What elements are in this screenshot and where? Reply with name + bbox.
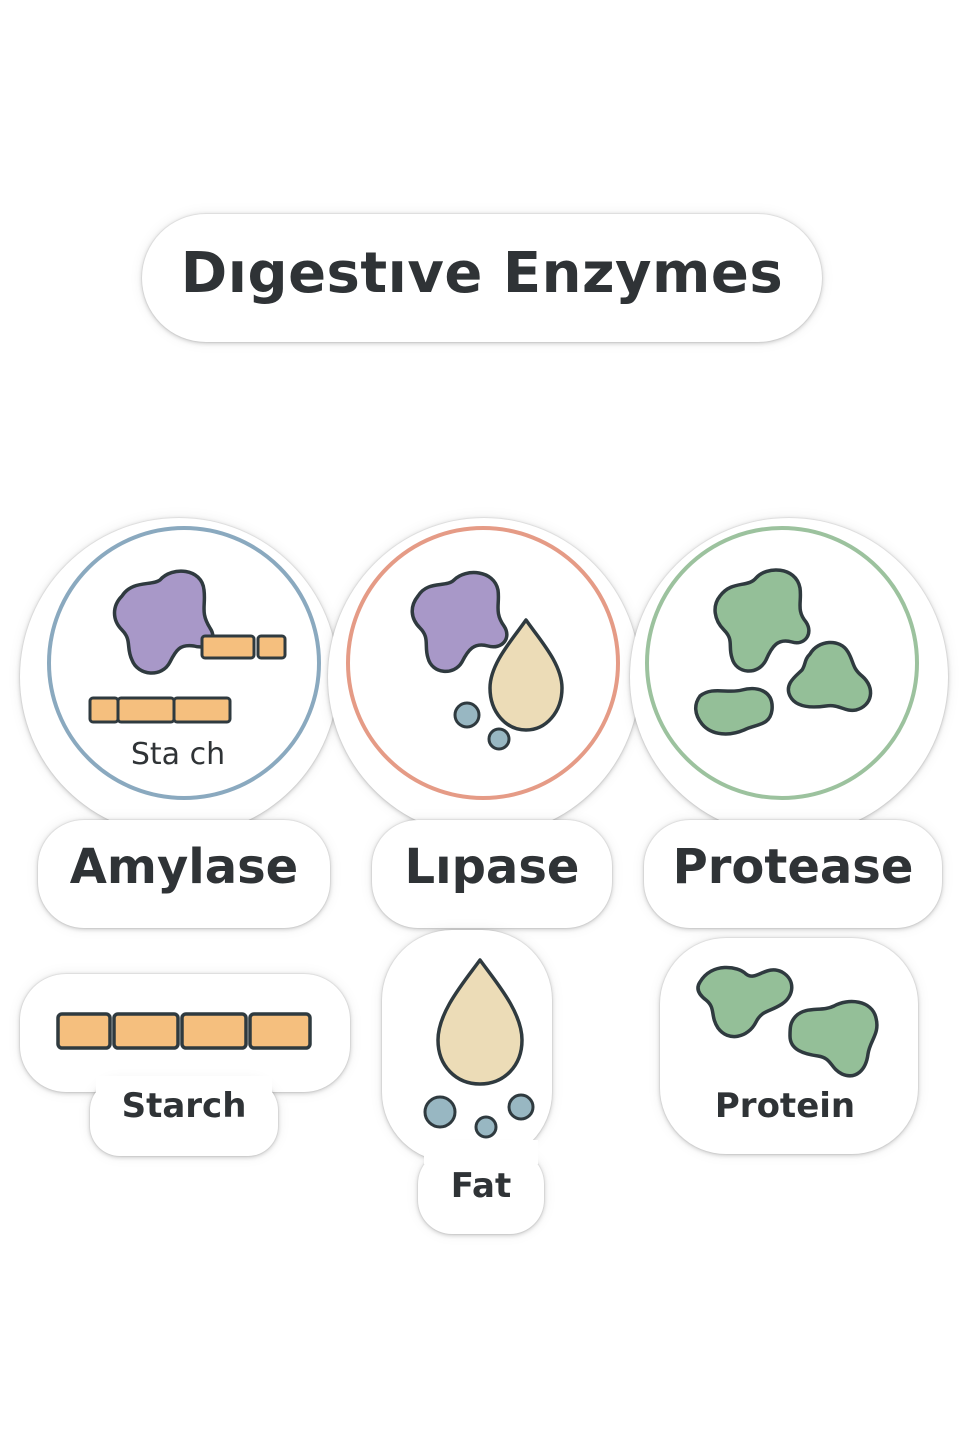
protein-label: Protein	[714, 1086, 856, 1126]
amylase-ring	[47, 526, 321, 800]
protease-label: Protease	[672, 839, 914, 895]
starch-block	[256, 634, 287, 660]
fat-drop-icon	[436, 958, 524, 1086]
fat-label: Fat	[450, 1166, 512, 1206]
starch-block	[248, 1012, 312, 1050]
fat-bubble-icon	[474, 1115, 498, 1139]
starch-block	[200, 634, 256, 660]
starch-block	[180, 1012, 248, 1050]
fat-bubble-icon	[507, 1093, 535, 1121]
sticker-merge-fill	[424, 1140, 538, 1164]
fat-bubble-icon	[423, 1095, 457, 1129]
lipase-label: Lıpase	[404, 839, 580, 895]
starch-block	[112, 1012, 180, 1050]
protease-ring	[645, 526, 919, 800]
protein-blob-icon	[696, 965, 794, 1039]
lipase-ring	[346, 526, 620, 800]
amylase-label: Amylase	[69, 839, 299, 895]
fat-label-tab	[418, 1150, 544, 1234]
amylase-inner-label: Sta ch	[130, 736, 226, 772]
starch-block	[88, 696, 120, 724]
lipase-enzyme-icon	[410, 570, 509, 673]
protein-blob-icon	[694, 686, 774, 736]
amylase-label-sticker	[38, 820, 330, 928]
fat-drop-icon	[488, 618, 564, 732]
fat-bubble-icon	[487, 727, 511, 751]
amylase-enzyme-icon	[112, 569, 215, 675]
sticker-merge-fill	[96, 1076, 272, 1100]
protein-sticker	[660, 938, 918, 1154]
protein-blob-icon	[786, 640, 873, 713]
starch-block	[172, 696, 232, 724]
starch-block	[116, 696, 176, 724]
protease-label-sticker	[644, 820, 942, 928]
lipase-label-sticker	[372, 820, 612, 928]
fat-bubble-icon	[453, 701, 481, 729]
page-title: Dıgestıve Enzymes	[180, 240, 784, 306]
protein-blob-icon	[713, 568, 811, 673]
starch-label: Starch	[121, 1086, 247, 1126]
protein-blob-icon	[788, 999, 879, 1078]
title-sticker	[142, 214, 822, 342]
lipase-circle-sticker	[328, 518, 640, 836]
starch-block	[56, 1012, 112, 1050]
